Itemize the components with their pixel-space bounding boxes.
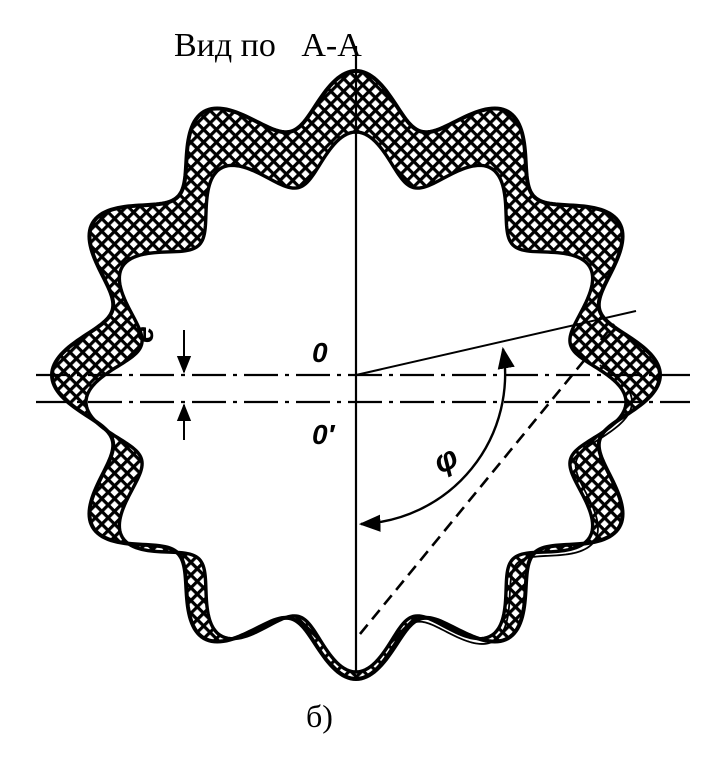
label-center-o-prime: 0′ — [312, 419, 336, 450]
label-eccentricity: e — [127, 326, 160, 343]
inner-offset-contour — [338, 364, 633, 679]
view-title: Вид по А-А — [174, 27, 362, 64]
label-center-o: 0 — [312, 337, 328, 368]
inner-profile-contour — [84, 130, 628, 674]
label-angle-phi: φ — [428, 438, 464, 480]
angle-phi-arc — [358, 346, 515, 532]
figure-caption: б) — [306, 698, 333, 734]
